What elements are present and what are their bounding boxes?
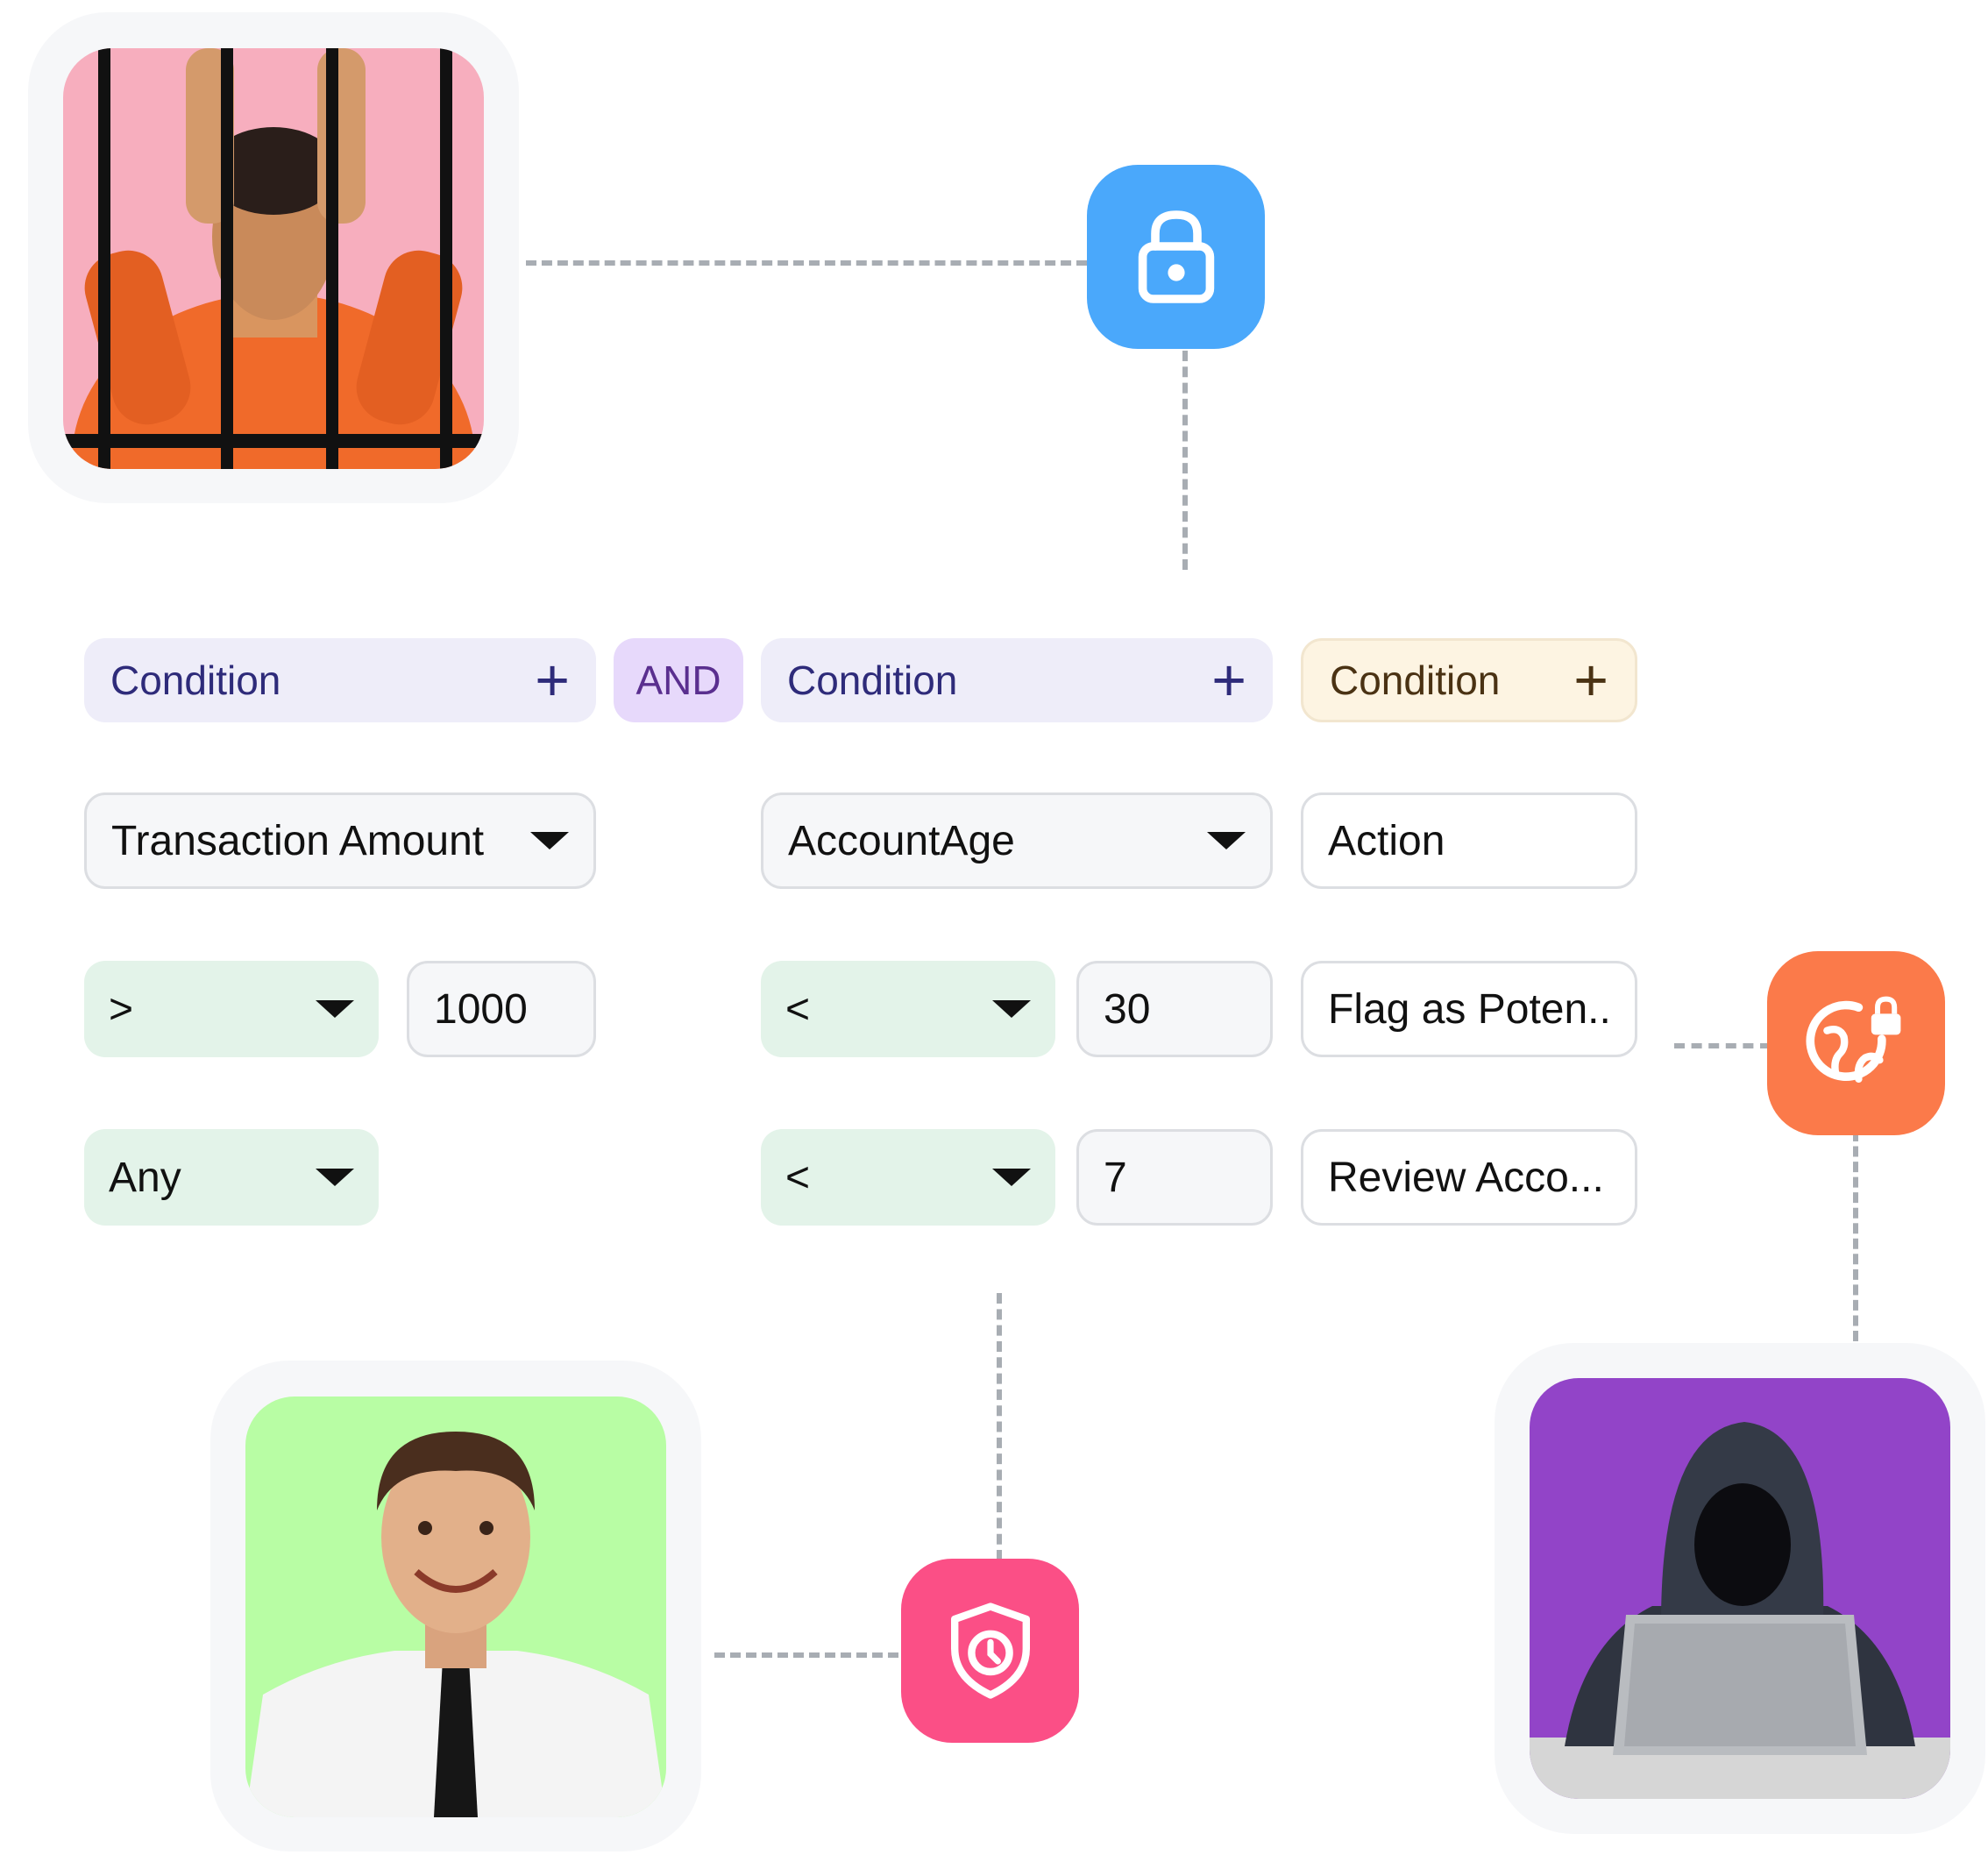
action-field[interactable]: Action bbox=[1301, 792, 1637, 889]
lock-icon bbox=[1138, 210, 1214, 303]
chevron-down-icon bbox=[316, 1169, 354, 1186]
connector-man-shield bbox=[714, 1652, 898, 1658]
value-input-3[interactable]: 7 bbox=[1076, 1129, 1273, 1226]
field-select-value: AccountAge bbox=[788, 817, 1015, 864]
prisoner-photo bbox=[63, 48, 484, 469]
operator-select-3[interactable]: < bbox=[761, 1129, 1055, 1226]
value-input-2[interactable]: 30 bbox=[1076, 961, 1273, 1057]
value-input-text: 1000 bbox=[434, 985, 528, 1033]
condition-chip-label: Condition bbox=[110, 657, 281, 703]
globe-lock-tile[interactable] bbox=[1767, 951, 1945, 1135]
add-condition-icon[interactable]: + bbox=[1573, 647, 1608, 714]
chevron-down-icon bbox=[1207, 832, 1246, 849]
action-select-1[interactable]: Flag as Poten.. bbox=[1301, 961, 1637, 1057]
condition-chip-3[interactable]: Condition + bbox=[1301, 638, 1637, 722]
value-input-1[interactable]: 1000 bbox=[407, 961, 596, 1057]
operator-value: > bbox=[109, 985, 134, 1033]
and-label: AND bbox=[635, 657, 721, 703]
man-photo bbox=[245, 1396, 666, 1817]
scope-select[interactable]: Any bbox=[84, 1129, 379, 1226]
scope-value: Any bbox=[109, 1154, 181, 1201]
connector-globe-hacker bbox=[1853, 1131, 1858, 1341]
condition-chip-1[interactable]: Condition + bbox=[84, 638, 596, 722]
action-select-2[interactable]: Review Acco... bbox=[1301, 1129, 1637, 1226]
operator-value: < bbox=[785, 985, 811, 1033]
condition-chip-label: Condition bbox=[1330, 657, 1501, 703]
value-input-text: 7 bbox=[1104, 1154, 1127, 1201]
connector-prisoner-lock bbox=[526, 260, 1087, 266]
hacker-photo bbox=[1530, 1378, 1950, 1799]
condition-chip-label: Condition bbox=[787, 657, 958, 703]
connector-lock-builder bbox=[1182, 351, 1188, 570]
action-field-value: Action bbox=[1328, 817, 1445, 864]
operator-value: < bbox=[785, 1154, 811, 1201]
operator-select-1[interactable]: > bbox=[84, 961, 379, 1057]
action-value: Flag as Poten.. bbox=[1328, 985, 1610, 1033]
connector-builder-shield bbox=[997, 1293, 1002, 1560]
field-select-value: Transaction Amount bbox=[111, 817, 485, 864]
value-input-text: 30 bbox=[1104, 985, 1151, 1033]
field-select-transaction-amount[interactable]: Transaction Amount bbox=[84, 792, 596, 889]
globe-lock-icon bbox=[1805, 996, 1900, 1083]
chevron-down-icon bbox=[316, 1000, 354, 1018]
add-condition-icon[interactable]: + bbox=[1211, 647, 1246, 714]
chevron-down-icon bbox=[992, 1169, 1031, 1186]
shield-clock-icon bbox=[950, 1603, 1030, 1699]
operator-select-2[interactable]: < bbox=[761, 961, 1055, 1057]
action-value: Review Acco... bbox=[1328, 1154, 1604, 1201]
chevron-down-icon bbox=[992, 1000, 1031, 1018]
connector-builder-globe bbox=[1674, 1043, 1771, 1048]
field-select-account-age[interactable]: AccountAge bbox=[761, 792, 1273, 889]
condition-chip-2[interactable]: Condition + bbox=[761, 638, 1273, 722]
add-condition-icon[interactable]: + bbox=[535, 647, 570, 714]
chevron-down-icon bbox=[530, 832, 569, 849]
and-operator-chip[interactable]: AND bbox=[614, 638, 743, 722]
shield-clock-tile[interactable] bbox=[901, 1559, 1079, 1743]
lock-tile[interactable] bbox=[1087, 165, 1265, 349]
